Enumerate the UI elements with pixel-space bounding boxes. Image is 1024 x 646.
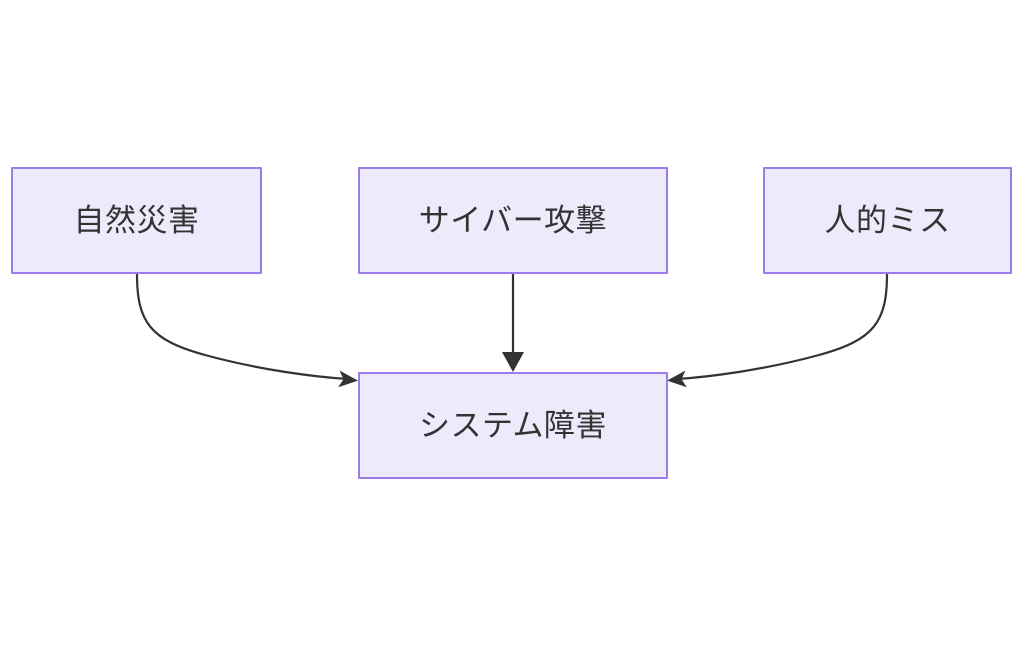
arrowhead-icon (338, 370, 358, 388)
node-system-failure[interactable]: システム障害 (358, 372, 668, 479)
node-system-failure-label: システム障害 (418, 407, 608, 443)
edge-cyber-attack-to-system-failure (502, 274, 524, 372)
node-cyber-attack-label: サイバー攻撃 (418, 202, 608, 238)
edge-human-error-to-system-failure (667, 273, 889, 388)
arrowhead-icon (667, 370, 687, 388)
node-cyber-attack[interactable]: サイバー攻撃 (358, 167, 668, 274)
arrowhead-icon (502, 352, 524, 372)
node-natural-disaster[interactable]: 自然災害 (11, 167, 262, 274)
node-human-error[interactable]: 人的ミス (763, 167, 1012, 274)
node-human-error-label: 人的ミス (824, 202, 951, 238)
node-natural-disaster-label: 自然災害 (73, 202, 200, 238)
edge-natural-disaster-to-system-failure (135, 273, 358, 388)
